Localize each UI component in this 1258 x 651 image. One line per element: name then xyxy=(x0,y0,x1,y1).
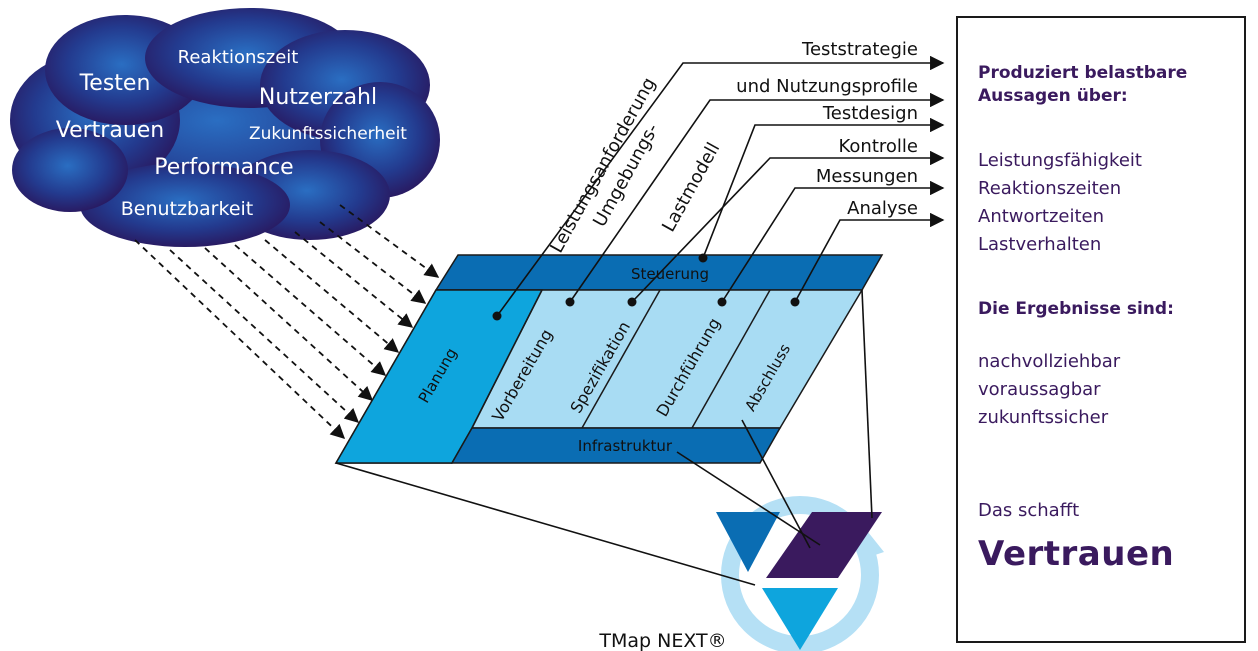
cloud-word-testen: Testen xyxy=(79,71,151,96)
qualities-list: nachvollziehbar voraussagbar zukunftssic… xyxy=(978,348,1120,432)
results-heading-line-1: Produziert belastbare xyxy=(978,63,1188,83)
result-item: Reaktionszeiten xyxy=(978,178,1122,199)
infrastruktur-band xyxy=(450,427,782,464)
results-panel: Produziert belastbare Aussagen über: Lei… xyxy=(956,16,1246,643)
output-teststrategie: Teststrategie xyxy=(801,39,918,60)
results-emphasis: Vertrauen xyxy=(978,534,1175,574)
label-lastmodell: Lastmodell xyxy=(658,139,724,235)
output-messungen: Messungen xyxy=(816,166,918,187)
cloud-word-vertrauen: Vertrauen xyxy=(56,118,165,143)
steuerung-label: Steuerung xyxy=(631,265,709,283)
results-items-list: Leistungsfähigkeit Reaktionszeiten Antwo… xyxy=(978,147,1142,259)
results-lead-text: Das schafft xyxy=(978,500,1080,521)
result-item: Lastverhalten xyxy=(978,234,1102,255)
output-testdesign: Testdesign xyxy=(822,103,918,124)
process-model: Steuerung Infrastruktur Planung Vorberei… xyxy=(334,254,884,464)
results-heading: Produziert belastbare Aussagen über: xyxy=(978,62,1187,108)
quality-item: zukunftssicher xyxy=(978,407,1109,428)
result-item: Leistungsfähigkeit xyxy=(978,150,1142,171)
results-heading-line-2: Aussagen über: xyxy=(978,86,1128,106)
quality-item: nachvollziehbar xyxy=(978,351,1121,372)
tmap-next-logo: TMap NEXT® xyxy=(598,496,884,651)
logo-triangle-dark xyxy=(716,512,780,572)
infrastruktur-label: Infrastruktur xyxy=(578,437,673,455)
cloud-word-performance: Performance xyxy=(154,155,293,180)
output-kontrolle: Kontrolle xyxy=(839,136,918,157)
cloud-word-zukunftssicherheit: Zukunftssicherheit xyxy=(249,124,407,144)
output-connectors xyxy=(496,55,945,317)
output-analyse: Analyse xyxy=(847,198,918,219)
dashed-influence-arrows xyxy=(134,204,440,439)
logo-connector-lines xyxy=(335,289,873,586)
logo-parallelogram xyxy=(766,512,882,578)
output-nutzungsprofile: und Nutzungsprofile xyxy=(736,76,918,97)
cloud-word-reaktionszeit: Reaktionszeit xyxy=(178,47,299,68)
logo-triangle-light xyxy=(762,588,838,650)
result-item: Antwortzeiten xyxy=(978,206,1105,227)
ergebnisse-heading: Die Ergebnisse sind: xyxy=(978,299,1174,319)
concept-cloud: Reaktionszeit Testen Nutzerzahl Vertraue… xyxy=(10,8,440,247)
cloud-word-nutzerzahl: Nutzerzahl xyxy=(259,85,377,110)
quality-item: voraussagbar xyxy=(978,379,1101,400)
connector-dots xyxy=(492,253,800,321)
cloud-word-benutzbarkeit: Benutzbarkeit xyxy=(121,198,254,220)
logo-caption: TMap NEXT® xyxy=(598,630,726,651)
